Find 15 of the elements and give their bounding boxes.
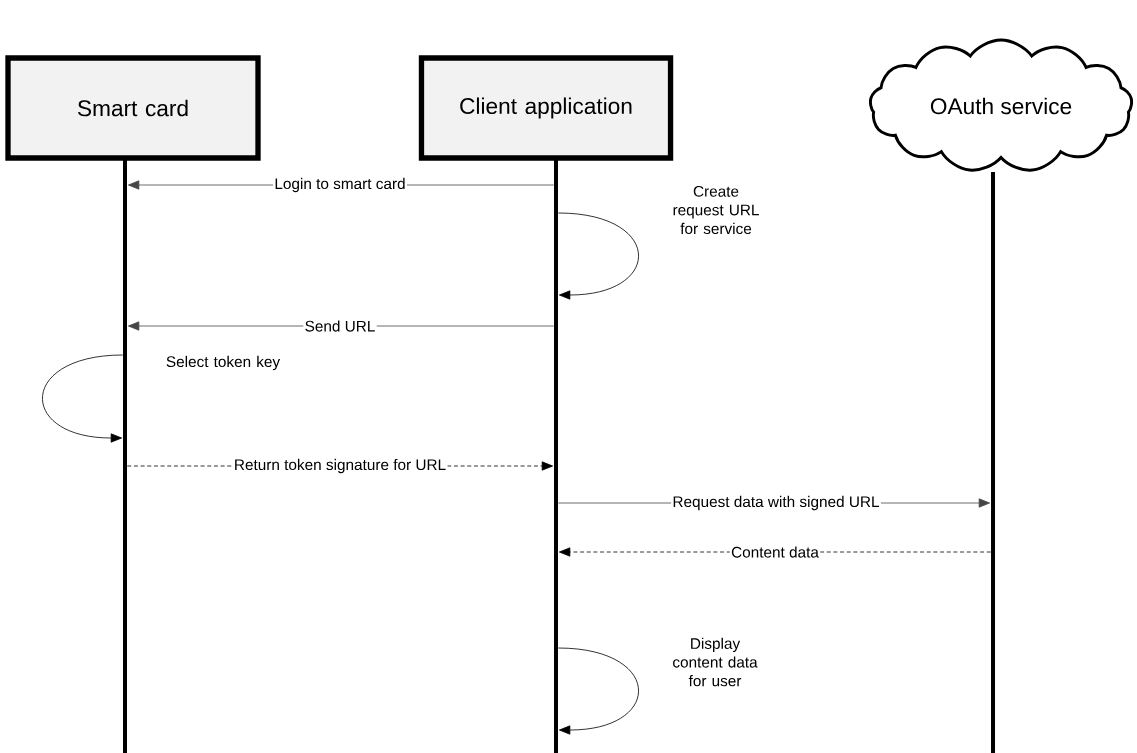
- self-message-arrow: [42, 354, 124, 443]
- edge-label: Request data with signed URL: [671, 494, 881, 512]
- participant-box: Client application: [418, 55, 674, 161]
- participant-box: Smart card: [5, 55, 261, 161]
- edge-label: Content data: [729, 545, 821, 559]
- edge-label: Send URL: [303, 319, 377, 333]
- edge-label: Create request URL for service: [673, 185, 759, 235]
- self-message-arrow: [557, 647, 639, 735]
- edge-label: Return token signature for URL: [232, 457, 448, 475]
- edge-label: Display content data for user: [673, 637, 758, 687]
- edge-label: Select token key: [166, 355, 281, 371]
- lifeline: [991, 171, 995, 753]
- edge-label: Login to smart card: [273, 176, 407, 194]
- self-message-arrow: [557, 212, 639, 300]
- service-cloud: OAuth service: [869, 38, 1134, 172]
